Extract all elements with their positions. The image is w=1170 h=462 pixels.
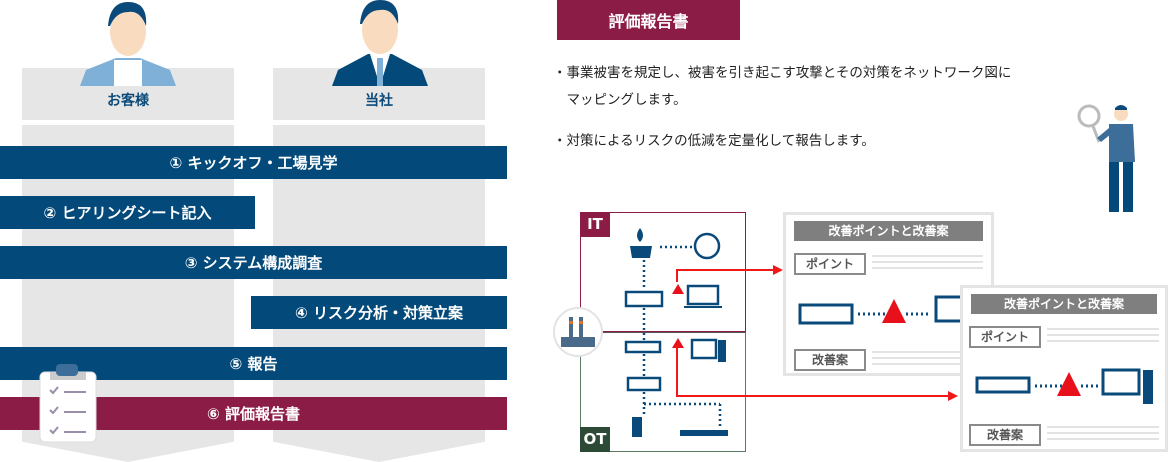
step-label: ④ リスク分析・対策立案 xyxy=(295,304,463,322)
router-alert-laptop-icon xyxy=(798,295,974,325)
point-label: ポイント xyxy=(794,253,866,275)
company-avatar-icon xyxy=(332,0,428,86)
step-label: ② ヒアリングシート記入 xyxy=(43,204,212,222)
ot-label: OT xyxy=(580,427,610,452)
report-title: 評価報告書 xyxy=(557,0,740,40)
laptop-icon xyxy=(686,284,720,306)
bullet-1: ・事業被害を規定し、被害を引き起こす攻撃とその対策をネットワーク図に xyxy=(553,65,1012,81)
step-kickoff: ① キックオフ・工場見学 xyxy=(0,146,507,179)
step-label: ① キックオフ・工場見学 xyxy=(169,154,338,172)
clipboard-icon xyxy=(39,364,97,443)
column-label: 当社 xyxy=(365,93,393,109)
improvement-card-1: 改善ポイントと改善案 ポイント 改善案 xyxy=(783,212,994,376)
globe-icon xyxy=(693,232,721,260)
conveyor-icon xyxy=(680,430,728,436)
step-system-survey: ③ システム構成調査 xyxy=(0,246,507,279)
point-label: ポイント xyxy=(969,326,1041,348)
switch-icon xyxy=(624,340,662,354)
column-label: お客様 xyxy=(107,93,149,109)
proposal-label: 改善案 xyxy=(794,349,866,371)
controller-icon xyxy=(626,376,662,392)
alert-icon xyxy=(672,338,684,348)
it-zone xyxy=(580,212,746,332)
pc-icon xyxy=(690,338,718,360)
bullet-1-cont: マッピングします。 xyxy=(553,92,687,108)
step-label: ③ システム構成調査 xyxy=(184,254,323,272)
network-devices xyxy=(624,228,728,437)
card-title: 改善ポイントと改善案 xyxy=(971,294,1157,314)
factory-icon xyxy=(553,307,603,357)
firewall-icon xyxy=(637,228,643,242)
step-label: ⑤ 報告 xyxy=(229,355,278,373)
improvement-card-2: 改善ポイントと改善案 ポイント 改善案 xyxy=(960,285,1168,452)
it-label: IT xyxy=(580,212,610,237)
proposal-label: 改善案 xyxy=(969,424,1041,446)
ot-zone xyxy=(580,332,746,452)
switch-alert-pc-icon xyxy=(975,368,1153,404)
card-title: 改善ポイントと改善案 xyxy=(794,221,983,241)
alert-icon xyxy=(672,284,684,294)
red-arrows xyxy=(676,265,958,401)
step-risk-analysis: ④ リスク分析・対策立案 xyxy=(251,296,507,329)
bullet-2: ・対策によるリスクの低減を定量化して報告します。 xyxy=(553,133,875,149)
robot-arm-icon xyxy=(632,417,642,437)
inspector-person-icon xyxy=(1077,104,1135,212)
step-hearing-sheet: ② ヒアリングシート記入 xyxy=(0,196,255,229)
step-label: ⑥ 評価報告書 xyxy=(207,405,300,423)
customer-avatar-icon xyxy=(80,2,176,86)
router-icon xyxy=(624,290,664,308)
